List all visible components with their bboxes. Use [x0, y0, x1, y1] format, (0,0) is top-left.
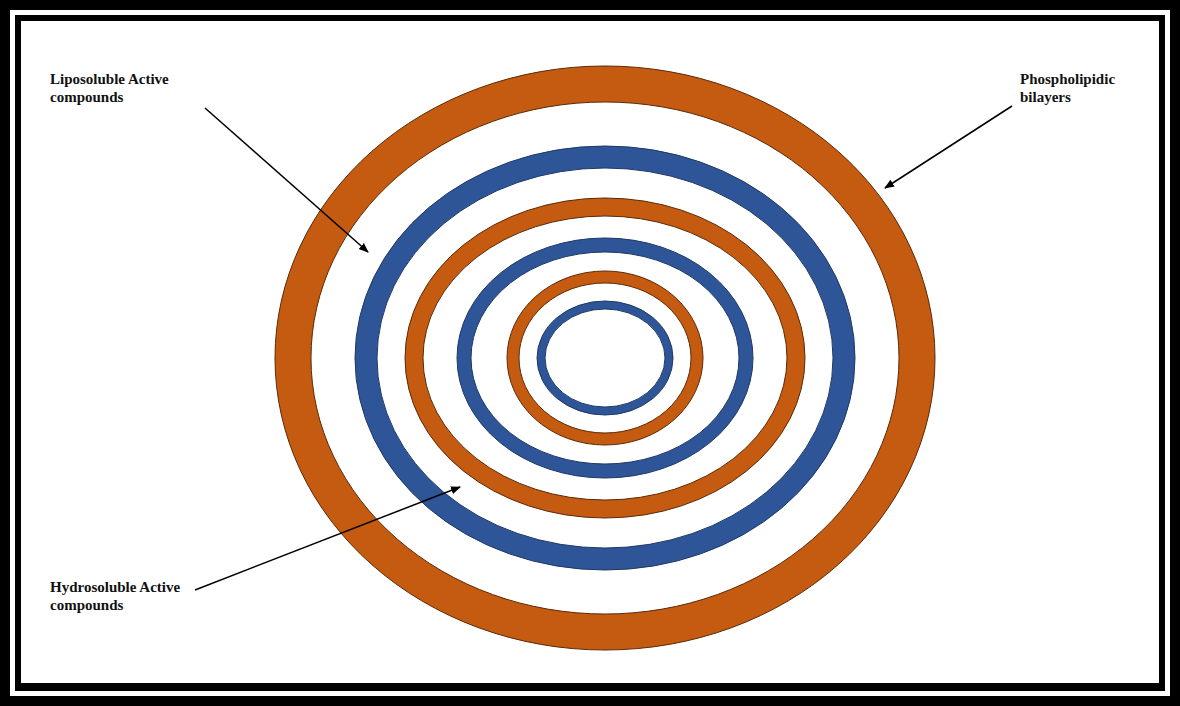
bilayer-ring — [275, 66, 935, 650]
blue-ring — [537, 301, 673, 415]
leader-arrow — [195, 487, 460, 590]
label-text: Liposoluble Active compounds — [50, 70, 200, 106]
label-text: Hydrosoluble Active compounds — [50, 578, 185, 614]
aqueous-gap — [423, 216, 787, 500]
aqueous-gap — [311, 102, 899, 614]
aqueous-gap — [471, 252, 739, 464]
frame-gap — [10, 10, 1170, 696]
bilayer-ring — [507, 271, 703, 445]
aqueous-gap — [519, 283, 691, 433]
blue-ring — [457, 238, 753, 478]
bilayer-ring — [405, 198, 805, 518]
leader-arrow — [205, 108, 368, 252]
label-text: Phospholipidic bilayers — [1020, 70, 1140, 106]
core — [545, 309, 665, 407]
aqueous-gap — [377, 168, 833, 548]
frame-inner — [15, 15, 1165, 691]
leader-arrow — [885, 106, 1012, 188]
blue-ring — [355, 146, 855, 570]
frame-ground — [21, 21, 1159, 683]
